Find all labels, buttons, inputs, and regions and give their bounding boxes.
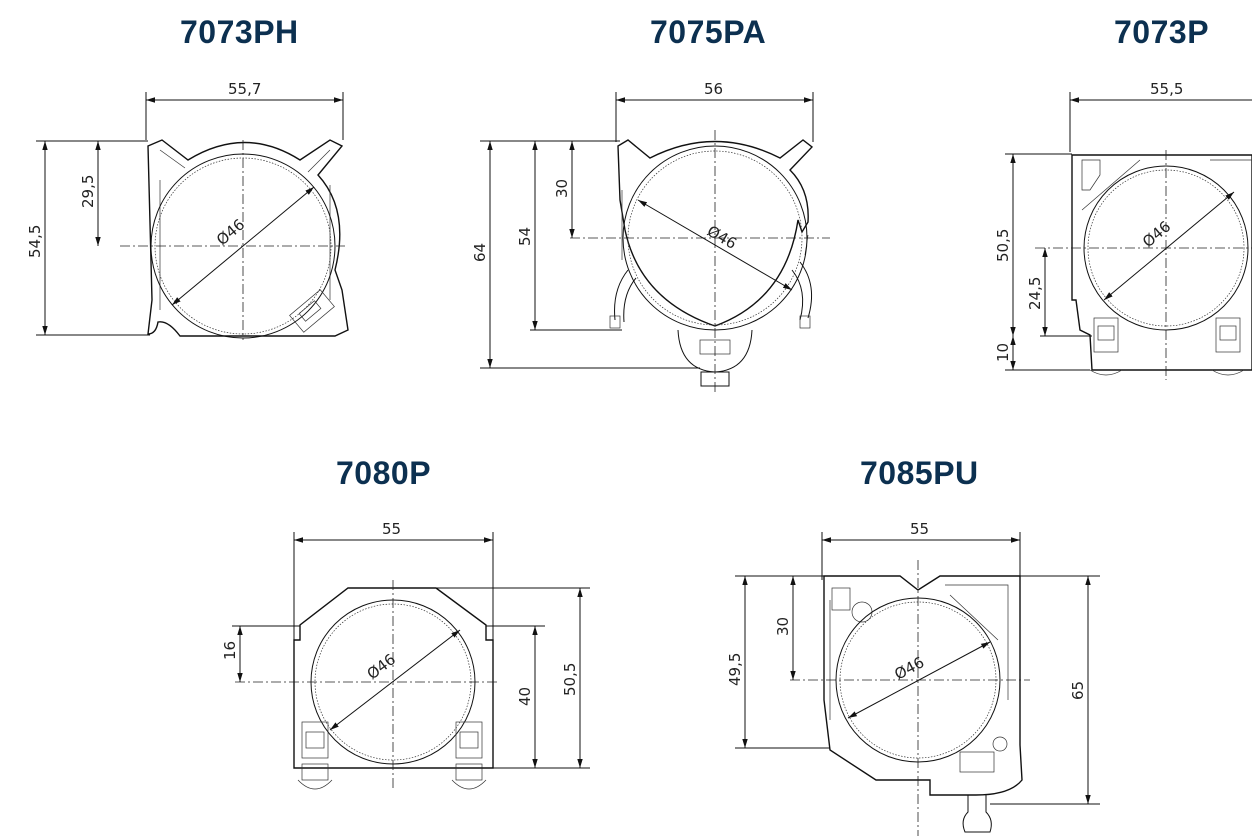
title-7075PA: 7075PA (650, 14, 767, 50)
drawing-7075PA: Ø46 56 64 54 30 (471, 80, 830, 392)
height-label-7073PH: 54,5 (26, 225, 44, 258)
foot-right-7073P (1211, 317, 1245, 376)
foot-label-7073P: 10 (994, 343, 1012, 362)
bolt-7085PU (962, 795, 992, 833)
height-label-7085PU: 49,5 (726, 653, 744, 686)
foot-left-7073P (1089, 317, 1123, 376)
width-label-7073PH: 55,7 (228, 80, 261, 98)
title-7073PH: 7073PH (180, 14, 299, 50)
height-label-7075PA: 54 (516, 227, 534, 246)
width-label-7080P: 55 (382, 520, 401, 538)
width-label-7073P: 55,5 (1150, 80, 1183, 98)
width-label-7085PU: 55 (910, 520, 929, 538)
drawing-7073P: Ø46 55,5 50,5 24,5 10 (994, 80, 1252, 380)
center-label-7085PU: 30 (774, 617, 792, 636)
drawing-7080P: Ø46 55 16 40 50,5 (221, 520, 590, 790)
foot-left-7080P (297, 721, 333, 790)
title-7080P: 7080P (336, 455, 432, 491)
height-label-7073P: 50,5 (994, 229, 1012, 262)
profile-7073PH (147, 139, 349, 337)
title-7085PU: 7085PU (860, 455, 979, 491)
foot-right-7080P (451, 721, 487, 790)
leg-left-7075PA (614, 269, 637, 323)
profile-7073P (1071, 154, 1252, 371)
total-label-7075PA: 64 (471, 243, 489, 262)
drawing-7085PU: Ø46 55 49,5 30 65 (726, 520, 1100, 836)
center-label-7073PH: 29,5 (79, 175, 97, 208)
center-label-7080P: 16 (221, 641, 239, 660)
center-label-7073P: 24,5 (1026, 277, 1044, 310)
inner-label-7080P: 40 (516, 687, 534, 706)
leg-right-7075PA (791, 261, 813, 321)
width-label-7075PA: 56 (704, 80, 723, 98)
title-7073P: 7073P (1114, 14, 1210, 50)
total-label-7085PU: 65 (1069, 681, 1087, 700)
drawing-7073PH: Ø46 55,7 54,5 29,5 (26, 80, 349, 340)
center-label-7075PA: 30 (553, 179, 571, 198)
height-label-7080P: 50,5 (561, 663, 579, 696)
